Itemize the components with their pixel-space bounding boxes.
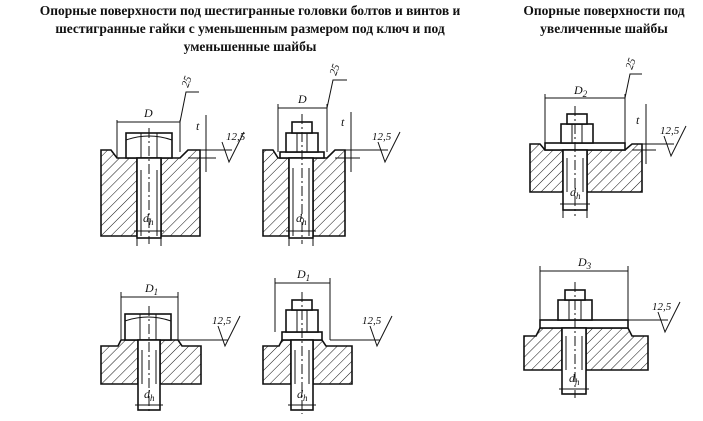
heading-reduced-surfaces: Опорные поверхности под шестигранные гол… bbox=[0, 2, 500, 56]
base-left-part bbox=[262, 339, 292, 385]
dim-t-label: t bbox=[341, 115, 345, 129]
base-right-part bbox=[312, 339, 353, 385]
base-right-part bbox=[586, 143, 643, 193]
dim-D1-letter: D bbox=[296, 267, 306, 281]
dim-dh-label: dh bbox=[144, 387, 155, 403]
dim-dh-label: dh bbox=[296, 211, 307, 227]
base-left-part bbox=[100, 149, 138, 237]
enlarged-washer bbox=[539, 319, 629, 329]
dim-dh-label: dh bbox=[143, 211, 154, 227]
dim-dh-letter: d bbox=[296, 211, 303, 225]
roughness-12-5-label: 12,5 bbox=[372, 131, 392, 143]
dim-dh-subscript: h bbox=[576, 191, 581, 201]
bolt-end bbox=[566, 113, 588, 125]
figure-enlarged-washer-counterbore: D2 25 t 12,5 dh bbox=[529, 56, 687, 218]
heading-line: Опорные поверхности под bbox=[523, 3, 685, 18]
dim-D1-letter: D bbox=[144, 281, 154, 295]
dim-D3-subscript: 3 bbox=[586, 261, 592, 271]
roughness-25-label: 25 bbox=[180, 74, 195, 89]
roughness-12-5-label: 12,5 bbox=[660, 125, 680, 137]
dim-dh-letter: d bbox=[569, 371, 576, 385]
dim-dh-letter: d bbox=[297, 387, 304, 401]
base-right-part bbox=[585, 327, 649, 371]
roughness-25-label: 25 bbox=[328, 62, 343, 77]
figure-enlarged-washer-flat: D3 12,5 dh bbox=[523, 255, 681, 398]
bolt-head bbox=[124, 313, 172, 341]
dim-D1-label: D1 bbox=[144, 281, 158, 297]
dim-D-label: D bbox=[297, 92, 307, 106]
base-left-part bbox=[529, 143, 564, 193]
figure-bolt-head-flat: D1 12,5 dh bbox=[100, 281, 241, 414]
base-right-part bbox=[160, 149, 201, 237]
dim-dh-label: dh bbox=[570, 185, 581, 201]
roughness-12-5-label: 12,5 bbox=[212, 315, 232, 327]
dim-t-label: t bbox=[636, 113, 640, 127]
dim-dh-letter: d bbox=[144, 387, 151, 401]
roughness-25-label: 25 bbox=[624, 56, 639, 71]
figure-nut-washer-flat: D1 12,5 dh bbox=[262, 267, 393, 414]
dim-D3-letter: D bbox=[577, 255, 587, 269]
roughness-12-5-label: 12,5 bbox=[652, 301, 672, 313]
dim-dh-letter: d bbox=[570, 185, 577, 199]
dim-D2-label: D2 bbox=[573, 83, 588, 99]
nut bbox=[560, 123, 594, 144]
dim-dh-subscript: h bbox=[575, 377, 580, 387]
base-right-part bbox=[312, 149, 346, 237]
enlarged-washer bbox=[544, 142, 626, 151]
dim-dh-letter: d bbox=[143, 211, 150, 225]
heading-line: увеличенные шайбы bbox=[540, 21, 668, 36]
heading-enlarged-washers: Опорные поверхности под увеличенные шайб… bbox=[505, 2, 703, 38]
dim-dh-label: dh bbox=[569, 371, 580, 387]
base-left-part bbox=[100, 339, 139, 385]
dim-dh-subscript: h bbox=[302, 217, 307, 227]
heading-line: Опорные поверхности под шестигранные гол… bbox=[39, 3, 461, 18]
dim-D1-label: D1 bbox=[296, 267, 310, 283]
figure-bolt-head-counterbore: D 25 t 12,5 dh bbox=[100, 74, 246, 246]
dim-D3-label: D3 bbox=[577, 255, 592, 271]
roughness-12-5-label: 12,5 bbox=[226, 131, 246, 143]
heading-line: уменьшенные шайбы bbox=[183, 39, 317, 54]
dim-dh-subscript: h bbox=[149, 217, 154, 227]
dim-D1-subscript: 1 bbox=[306, 273, 311, 283]
dim-dh-subscript: h bbox=[150, 393, 155, 403]
dim-D2-subscript: 2 bbox=[583, 89, 588, 99]
base-right-part bbox=[159, 339, 202, 385]
base-left-part bbox=[523, 327, 563, 371]
dim-dh-label: dh bbox=[297, 387, 308, 403]
dim-D-label: D bbox=[143, 106, 153, 120]
roughness-12-5-label: 12,5 bbox=[362, 315, 382, 327]
dim-dh-subscript: h bbox=[303, 393, 308, 403]
dim-D2-letter: D bbox=[573, 83, 583, 97]
base-left-part bbox=[262, 149, 290, 237]
dim-D1-subscript: 1 bbox=[154, 287, 159, 297]
heading-line: шестигранные гайки с уменьшенным размеро… bbox=[55, 21, 445, 36]
dim-t-label: t bbox=[196, 119, 200, 133]
figure-nut-washer-counterbore: D 25 t 12,5 dh bbox=[262, 62, 401, 246]
